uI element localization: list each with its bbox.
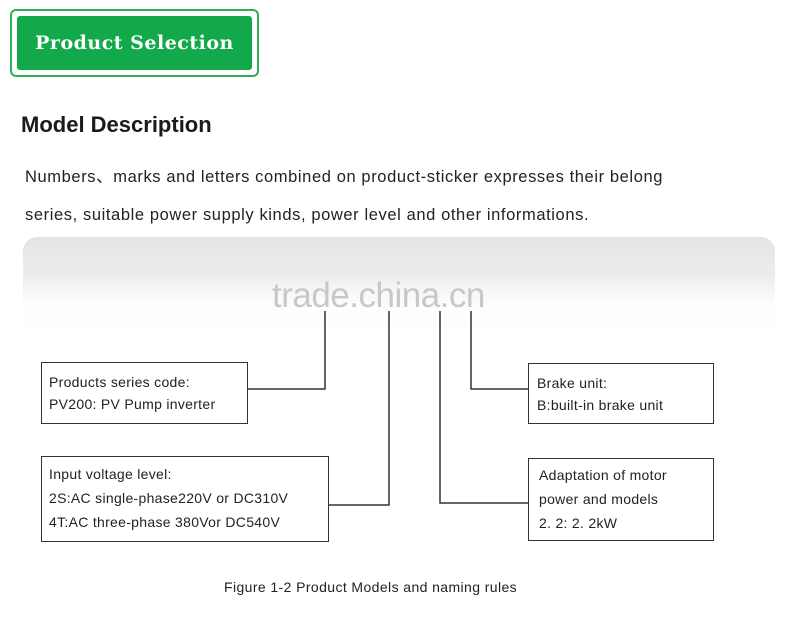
series-code-label: Products series code: bbox=[49, 374, 190, 390]
product-selection-banner[interactable]: Product Selection bbox=[10, 9, 259, 77]
intro-line-2: series, suitable power supply kinds, pow… bbox=[25, 206, 590, 224]
watermark: trade.china.cn bbox=[272, 276, 485, 315]
motor-power-label-2: power and models bbox=[539, 491, 659, 507]
series-code-box: Products series code: PV200: PV Pump inv… bbox=[41, 362, 248, 424]
brake-unit-value: B:built-in brake unit bbox=[537, 397, 664, 413]
input-voltage-label: Input voltage level: bbox=[49, 466, 172, 482]
brake-unit-box: Brake unit: B:built-in brake unit bbox=[528, 363, 714, 424]
series-code-value: PV200: PV Pump inverter bbox=[49, 396, 216, 412]
input-voltage-box: Input voltage level: 2S:AC single-phase2… bbox=[41, 456, 329, 542]
intro-line-1: Numbers、marks and letters combined on pr… bbox=[25, 168, 664, 186]
intro-paragraph: Numbers、marks and letters combined on pr… bbox=[25, 158, 795, 234]
motor-power-box: Adaptation of motor power and models 2. … bbox=[528, 458, 714, 541]
motor-power-label-1: Adaptation of motor bbox=[539, 467, 667, 483]
input-voltage-4t: 4T:AC three-phase 380Vor DC540V bbox=[49, 514, 281, 530]
motor-power-value: 2. 2: 2. 2kW bbox=[539, 515, 618, 531]
figure-panel bbox=[23, 237, 775, 619]
section-title: Model Description bbox=[21, 112, 212, 137]
input-voltage-2s: 2S:AC single-phase220V or DC310V bbox=[49, 490, 289, 506]
figure-caption: Figure 1-2 Product Models and naming rul… bbox=[224, 579, 518, 595]
product-selection-label: Product Selection bbox=[17, 16, 252, 70]
brake-unit-label: Brake unit: bbox=[537, 375, 608, 391]
